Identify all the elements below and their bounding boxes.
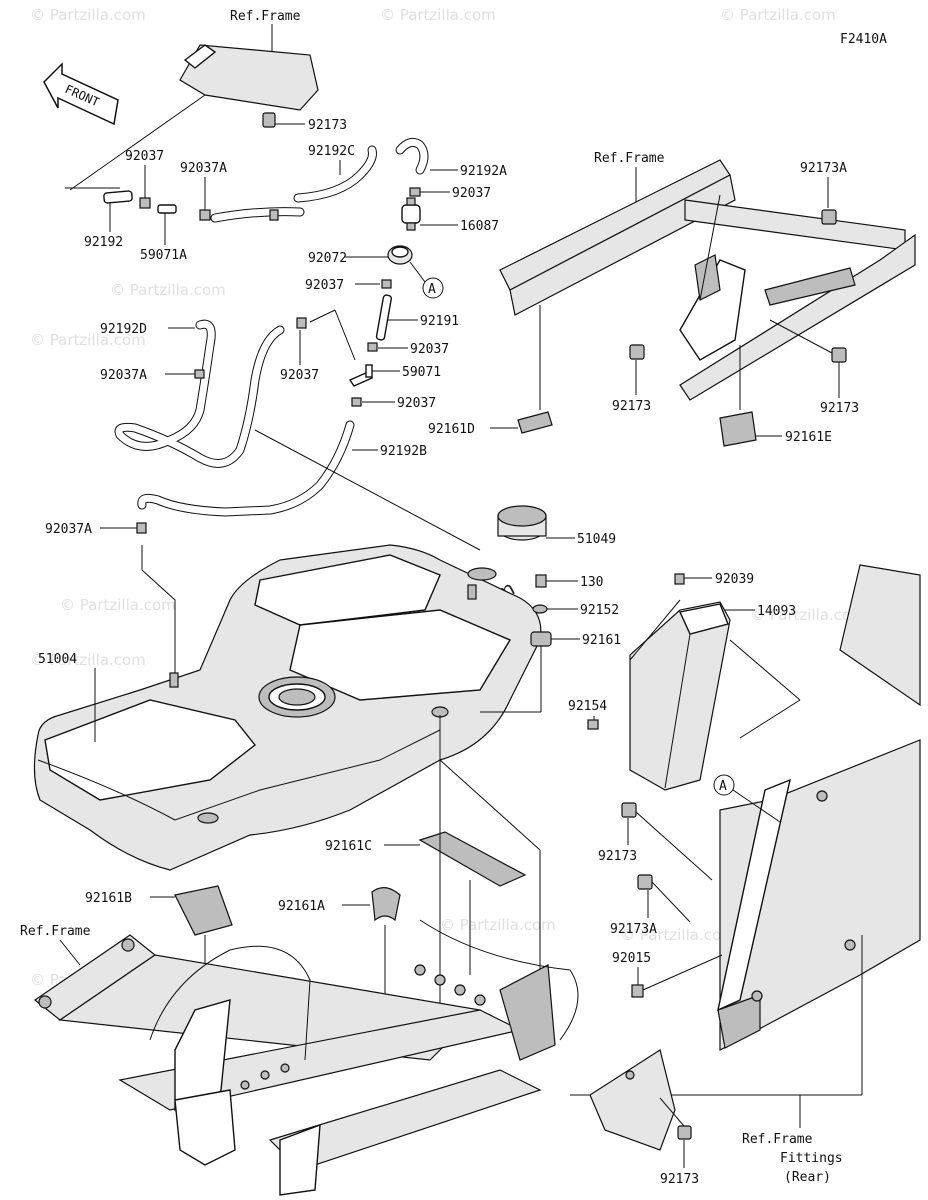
label-51049: 51049: [577, 532, 616, 547]
label-92037A: 92037A: [100, 368, 147, 383]
joint-59071A: [157, 204, 177, 214]
label-92161B: 92161B: [85, 891, 132, 906]
label-59071: 59071: [402, 365, 441, 380]
label-92037A: 92037A: [180, 161, 227, 176]
bolt-92154: [587, 719, 599, 730]
figure-code: F2410A: [840, 32, 887, 47]
watermark: © Partzilla.com: [60, 596, 176, 614]
watermark: © Partzilla.com: [720, 6, 836, 24]
pad-92161C: [418, 831, 527, 887]
label-92192C: 92192C: [308, 144, 355, 159]
label-92161C: 92161C: [325, 839, 372, 854]
clip-92173: [629, 344, 645, 360]
frame-bracket-top: [69, 44, 319, 191]
fuel-filter-16087: [401, 197, 421, 231]
label-92192A: 92192A: [460, 164, 507, 179]
clip-92173A: [821, 209, 837, 225]
bolt-92039: [674, 573, 685, 585]
hose-92191: [375, 294, 392, 341]
label-59071A: 59071A: [140, 248, 187, 263]
front-arrow: FRONT: [43, 62, 119, 126]
label-51004: 51004: [38, 652, 77, 667]
clip-92015: [631, 984, 644, 998]
label-92037: 92037: [397, 396, 436, 411]
watermark: © Partzilla.com: [110, 281, 226, 299]
label-14093: 14093: [757, 604, 796, 619]
label-92037: 92037: [452, 186, 491, 201]
label-92192D: 92192D: [100, 322, 147, 337]
label-92192B: 92192B: [380, 444, 427, 459]
pad-92161B: [174, 885, 233, 936]
label-92152: 92152: [580, 603, 619, 618]
label-16087: 16087: [460, 219, 499, 234]
clip-92173-top: [262, 112, 276, 128]
fuel-cap-51049: [497, 505, 547, 541]
label-92191: 92191: [420, 314, 459, 329]
watermark: © Partzilla.com: [30, 6, 146, 24]
label-92173: 92173: [820, 401, 859, 416]
clamp-92037: [139, 197, 151, 209]
rear-label: (Rear): [784, 1170, 831, 1185]
rear-frame-fittings: [717, 564, 921, 1052]
label-92037A: 92037A: [45, 522, 92, 537]
clamp-92072: [387, 245, 413, 265]
fittings-label: Fittings: [780, 1151, 843, 1166]
callout-a: A: [719, 779, 727, 794]
label-92037: 92037: [410, 342, 449, 357]
label-130: 130: [580, 575, 603, 590]
ref-frame-top-label: Ref.Frame: [230, 9, 301, 24]
label-92161E: 92161E: [785, 430, 832, 445]
label-92173: 92173: [660, 1172, 699, 1187]
label-92161: 92161: [582, 633, 621, 648]
clip-92173A: [637, 874, 653, 890]
clip-92173: [621, 802, 637, 818]
clip-92173: [831, 347, 847, 363]
label-92039: 92039: [715, 572, 754, 587]
pad-92161A: [371, 887, 401, 922]
ref-frame-fittings-label: Ref.Frame: [742, 1132, 813, 1147]
watermark: © Partzilla.com: [30, 331, 146, 349]
main-frame-bottom: [33, 919, 579, 1196]
label-92173: 92173: [612, 399, 651, 414]
label-92037: 92037: [125, 149, 164, 164]
heat-guard-14093: [629, 601, 731, 791]
pad-92161E: [719, 411, 757, 447]
label-92173A: 92173A: [800, 161, 847, 176]
label-92192: 92192: [84, 235, 123, 250]
pad-92161D: [517, 411, 553, 434]
watermark: © Partzilla.com: [380, 6, 496, 24]
watermark: © Partzilla.com: [750, 606, 866, 624]
ref-frame-bottom-label: Ref.Frame: [20, 924, 91, 939]
damper-92161: [530, 631, 552, 647]
label-92072: 92072: [308, 251, 347, 266]
label-92173: 92173: [308, 118, 347, 133]
watermark: © Partzilla.com: [30, 651, 146, 669]
watermark: © Partzilla.com: [620, 926, 736, 944]
label-92161A: 92161A: [278, 899, 325, 914]
label-92161D: 92161D: [428, 422, 475, 437]
label-92037: 92037: [305, 278, 344, 293]
frame-crossmember-right: [499, 159, 916, 401]
callout-a: A: [428, 282, 436, 297]
fuel-tank-51004: [33, 544, 542, 871]
clip-92173-bottom: [677, 1125, 692, 1140]
label-92037: 92037: [280, 368, 319, 383]
bolt-130: [535, 574, 547, 588]
label-92154: 92154: [568, 699, 607, 714]
tank-gasket: [467, 567, 497, 581]
watermark: © Partzilla.com: [440, 916, 556, 934]
washer-92152: [532, 604, 548, 614]
fitting-92192: [103, 190, 133, 204]
label-92015: 92015: [612, 951, 651, 966]
label-92173: 92173: [598, 849, 637, 864]
rear-bracket-bottom: [589, 1049, 676, 1151]
clamp-92037A: [199, 209, 211, 221]
ref-frame-right-label: Ref.Frame: [594, 151, 665, 166]
label-92173A: 92173A: [610, 922, 657, 937]
